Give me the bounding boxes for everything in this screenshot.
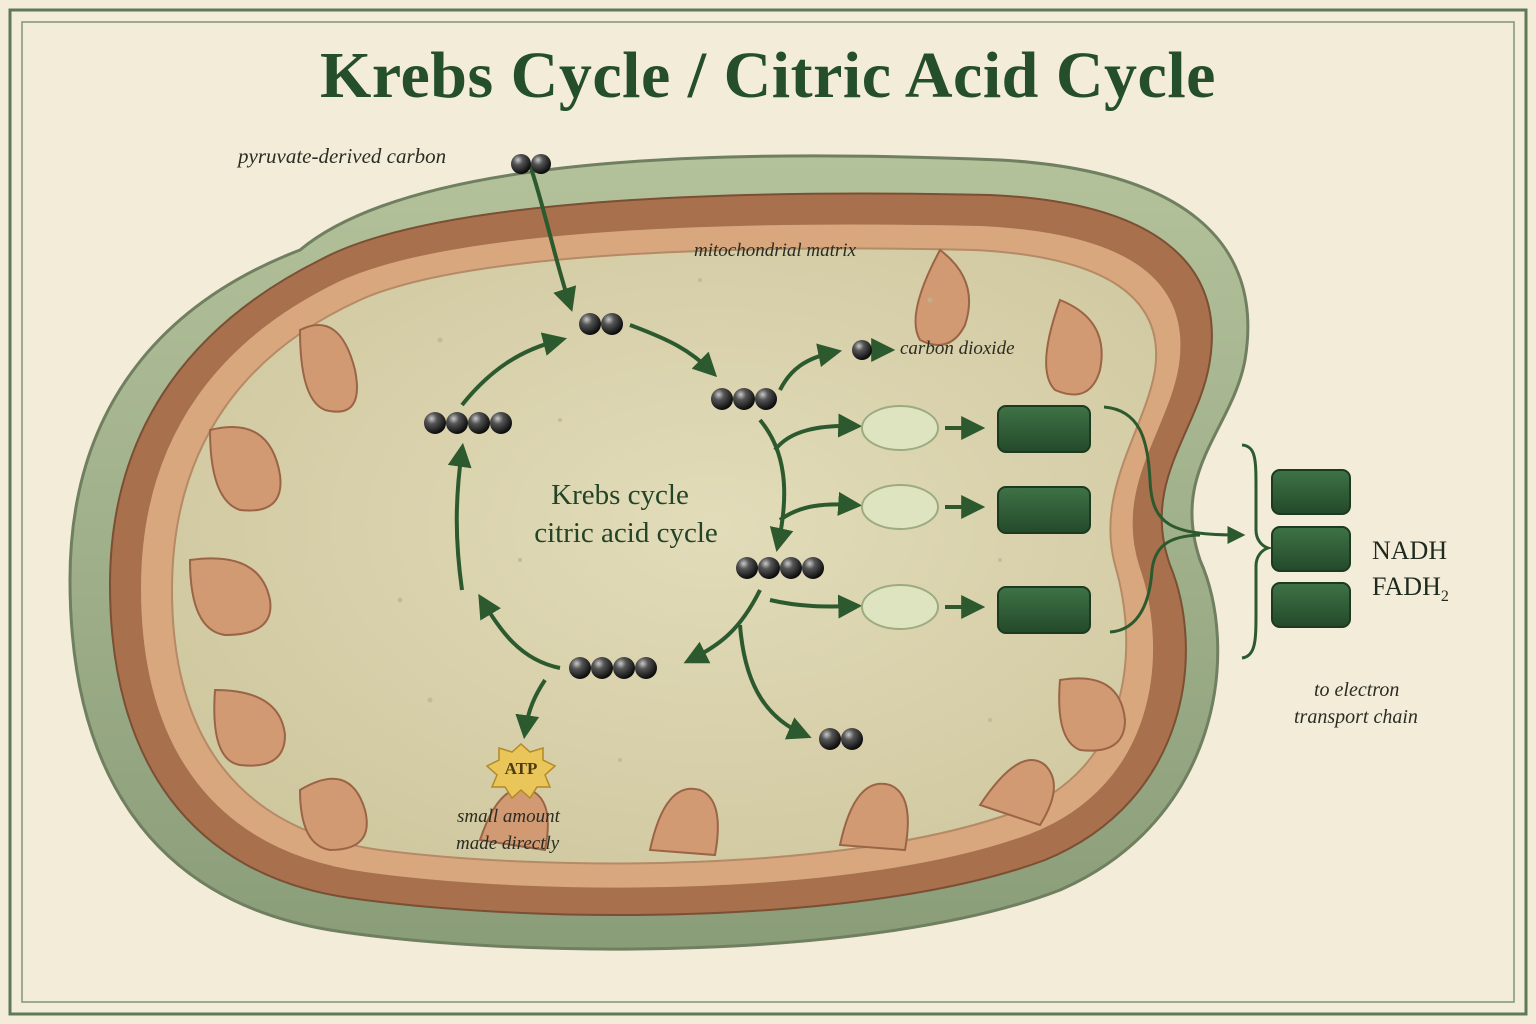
matrix-granules <box>397 278 1002 762</box>
carbon-2-input <box>511 154 551 174</box>
atp-note-line2: made directly <box>456 833 560 854</box>
carbon-2-out <box>819 728 863 750</box>
cycle-label-line1: Krebs cycle <box>551 479 689 511</box>
carbon-4-right <box>736 557 824 579</box>
carbon-4-left <box>424 412 512 434</box>
atp-note-line1: small amount <box>457 806 560 827</box>
co2-label: carbon dioxide <box>900 338 1015 359</box>
cristae-folds <box>188 248 1127 857</box>
input-label: pyruvate-derived carbon <box>238 144 447 168</box>
right-brace <box>1241 443 1273 660</box>
carrier-boxes <box>997 405 1351 634</box>
cycle-arrows <box>447 164 986 740</box>
cycle-label-line2: citric acid cycle <box>534 517 718 549</box>
outer-frame <box>8 8 1528 1016</box>
fadh2-subscript: 2 <box>1440 588 1449 606</box>
carbon-1-co2 <box>852 340 872 360</box>
converge-arrow <box>1103 405 1246 634</box>
carbon-2-top <box>579 313 623 335</box>
carrier-ovals <box>861 405 939 630</box>
carbon-3 <box>711 388 777 410</box>
matrix <box>170 247 1158 865</box>
etc-label-line2: transport chain <box>1294 706 1418 728</box>
page-title: Krebs Cycle / Citric Acid Cycle <box>320 39 1216 112</box>
fadh2-label: FADH2 <box>1372 569 1449 615</box>
etc-label-line1: to electron <box>1314 679 1400 701</box>
inner-frame <box>21 21 1515 1003</box>
nadh-label: NADH <box>1372 536 1448 565</box>
carbon-4-bottom <box>569 657 657 679</box>
atp-star <box>485 742 557 800</box>
fadh2-base: FADH <box>1372 572 1441 601</box>
atp-label: ATP <box>504 759 538 778</box>
matrix-label: mitochondrial matrix <box>694 240 857 261</box>
